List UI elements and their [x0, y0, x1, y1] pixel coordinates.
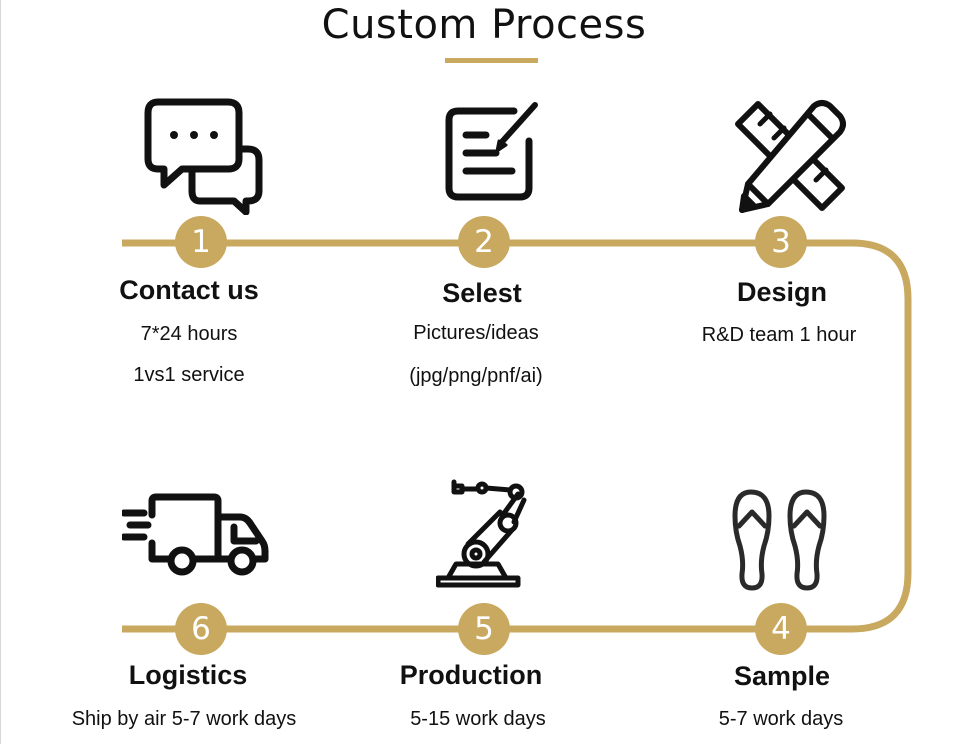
step-6-number: 6 [191, 611, 211, 647]
flip-flops-icon [732, 489, 827, 591]
connector-path [122, 239, 912, 633]
step-4-circle [755, 603, 807, 655]
step-4-title: Sample [733, 661, 831, 691]
left-border [0, 0, 1, 744]
step-2-circle [458, 216, 510, 268]
step-1-title: Contact us [119, 275, 259, 305]
step-3-circle [755, 216, 807, 268]
step-4-number: 4 [771, 611, 791, 647]
robotic-arm-icon [436, 479, 527, 588]
step-2-title: Selest [442, 278, 522, 308]
pencil-ruler-icon [735, 100, 846, 213]
step-3-line-1: R&D team 1 hour [701, 324, 857, 346]
step-1-line-2: 1vs1 service [133, 364, 245, 386]
step-5-circle [458, 603, 510, 655]
step-5-number: 5 [474, 611, 494, 647]
step-2-line-1: Pictures/ideas [413, 322, 539, 344]
delivery-truck-icon [122, 493, 269, 576]
step-3-number: 3 [771, 224, 791, 260]
step-1-number: 1 [191, 224, 211, 260]
step-6-title: Logistics [128, 660, 248, 690]
page-title: Custom Process [321, 2, 647, 48]
document-pen-icon [445, 102, 538, 201]
step-5-line-1: 5-15 work days [410, 708, 546, 730]
step-6-circle [175, 603, 227, 655]
step-2-number: 2 [474, 224, 494, 260]
title-underline [445, 58, 538, 63]
step-3-title: Design [736, 277, 828, 307]
step-6-line-1: Ship by air 5-7 work days [71, 708, 297, 730]
chat-bubbles-icon [144, 98, 263, 215]
step-1-circle [175, 216, 227, 268]
step-2-line-2: (jpg/png/pnf/ai) [409, 365, 543, 387]
step-5-title: Production [399, 660, 543, 690]
step-1-line-1: 7*24 hours [140, 323, 238, 345]
step-4-line-1: 5-7 work days [718, 708, 844, 730]
